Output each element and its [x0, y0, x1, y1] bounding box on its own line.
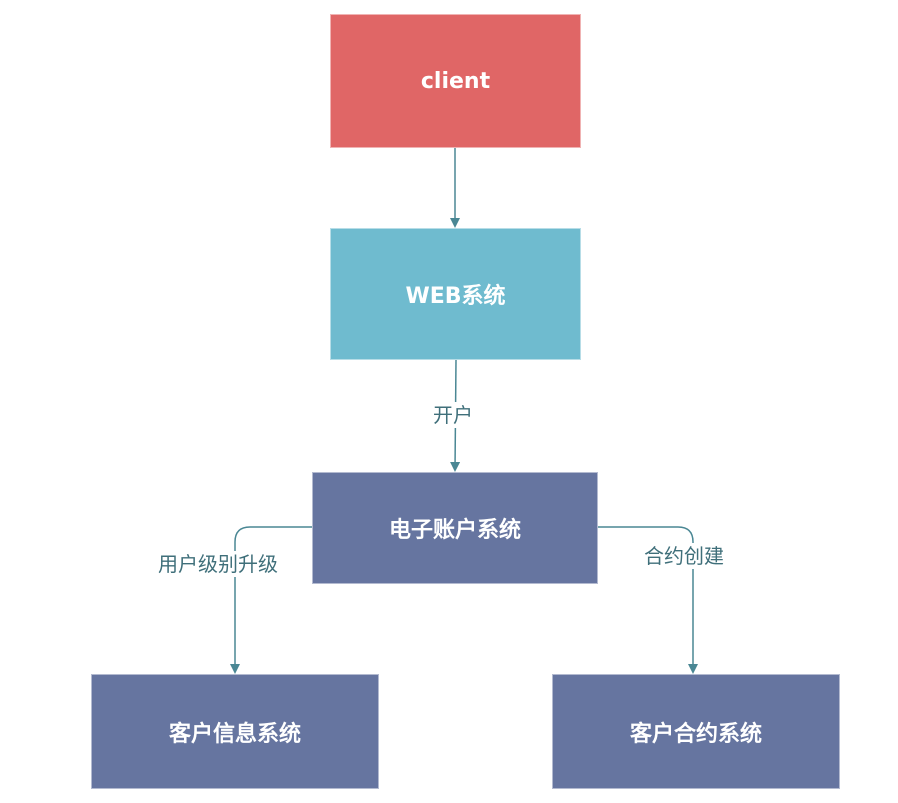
- edge-account-to-info: [230, 526, 312, 674]
- node-web-system-label: WEB系统: [405, 284, 506, 309]
- node-electronic-account-system: 电子账户系统: [312, 472, 598, 584]
- node-web-system: WEB系统: [330, 228, 581, 360]
- edge-account-to-contract: [598, 526, 698, 674]
- node-customer-info-system-label: 客户信息系统: [168, 721, 301, 747]
- edge-label-contract-create: 合约创建: [641, 543, 727, 569]
- edge-label-user-level-upgrade: 用户级别升级: [155, 551, 281, 577]
- node-customer-info-system: 客户信息系统: [91, 674, 379, 789]
- edge-label-open-account: 开户: [430, 402, 476, 428]
- node-client-label: client: [420, 68, 491, 94]
- node-customer-contract-system: 客户合约系统: [552, 674, 840, 789]
- node-electronic-account-system-label: 电子账户系统: [388, 518, 521, 543]
- node-customer-contract-system-label: 客户合约系统: [629, 721, 762, 747]
- node-client: client: [330, 14, 581, 148]
